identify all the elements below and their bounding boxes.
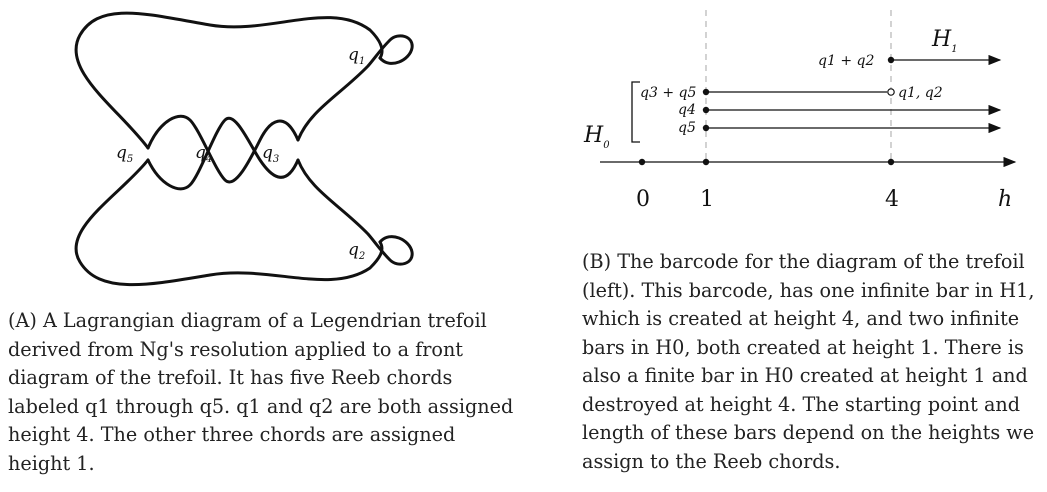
knot-bottom-arc (74, 158, 384, 287)
h0-finite-bar-start (702, 88, 710, 96)
axis-tick-1: 1 (700, 187, 714, 212)
h0-finite-end-label: q1, q2 (898, 85, 943, 101)
knot-q1-kink (296, 34, 414, 142)
h0-bracket (631, 81, 640, 143)
caption-b-tag: (B) (582, 250, 612, 273)
knot-label-q4: q4 (195, 143, 212, 165)
knot-label-q1: q1 (348, 45, 365, 67)
caption-a-text: A Lagrangian diagram of a Legendrian tre… (8, 309, 514, 475)
h1-bar-start (887, 56, 895, 64)
barcode-diagram: H1 q1 + q2 H0 q3 + q5 q1, q2 q4 q5 0 1 4… (583, 10, 1017, 212)
axis-tick-4: 4 (885, 187, 899, 212)
h0-label: H0 (583, 123, 610, 151)
axis-point-1 (702, 158, 710, 166)
knot-top-arc (74, 11, 384, 150)
h0-finite-bar-end (887, 88, 895, 96)
caption-b-text: The barcode for the diagram of the trefo… (582, 250, 1035, 473)
trefoil-diagram: q1 q2 q3 q4 q5 (74, 11, 414, 287)
h0-bar-q4-label: q4 (678, 102, 696, 118)
knot-label-q2: q2 (348, 240, 365, 262)
h1-bar-label: q1 + q2 (818, 53, 874, 69)
knot-label-q5: q5 (116, 143, 133, 165)
knot-label-q3: q3 (262, 143, 279, 165)
h1-label: H1 (931, 27, 958, 55)
caption-a: (A) A Lagrangian diagram of a Legendrian… (8, 307, 516, 478)
axis-label-h: h (998, 187, 1012, 212)
h0-bar-q4-start (702, 106, 710, 114)
axis-tick-0: 0 (636, 187, 650, 212)
h0-bar-q5-label: q5 (678, 120, 696, 136)
caption-b: (B) The barcode for the diagram of the t… (582, 248, 1047, 476)
axis-point-0 (638, 158, 646, 166)
caption-a-tag: (A) (8, 309, 37, 332)
knot-q2-kink (296, 158, 414, 266)
h0-finite-bar-label: q3 + q5 (640, 85, 696, 101)
knot-twist-strand-b (146, 116, 300, 191)
knot-twist-strand-a (146, 114, 300, 184)
h0-bar-q5-start (702, 124, 710, 132)
axis-point-4 (887, 158, 895, 166)
